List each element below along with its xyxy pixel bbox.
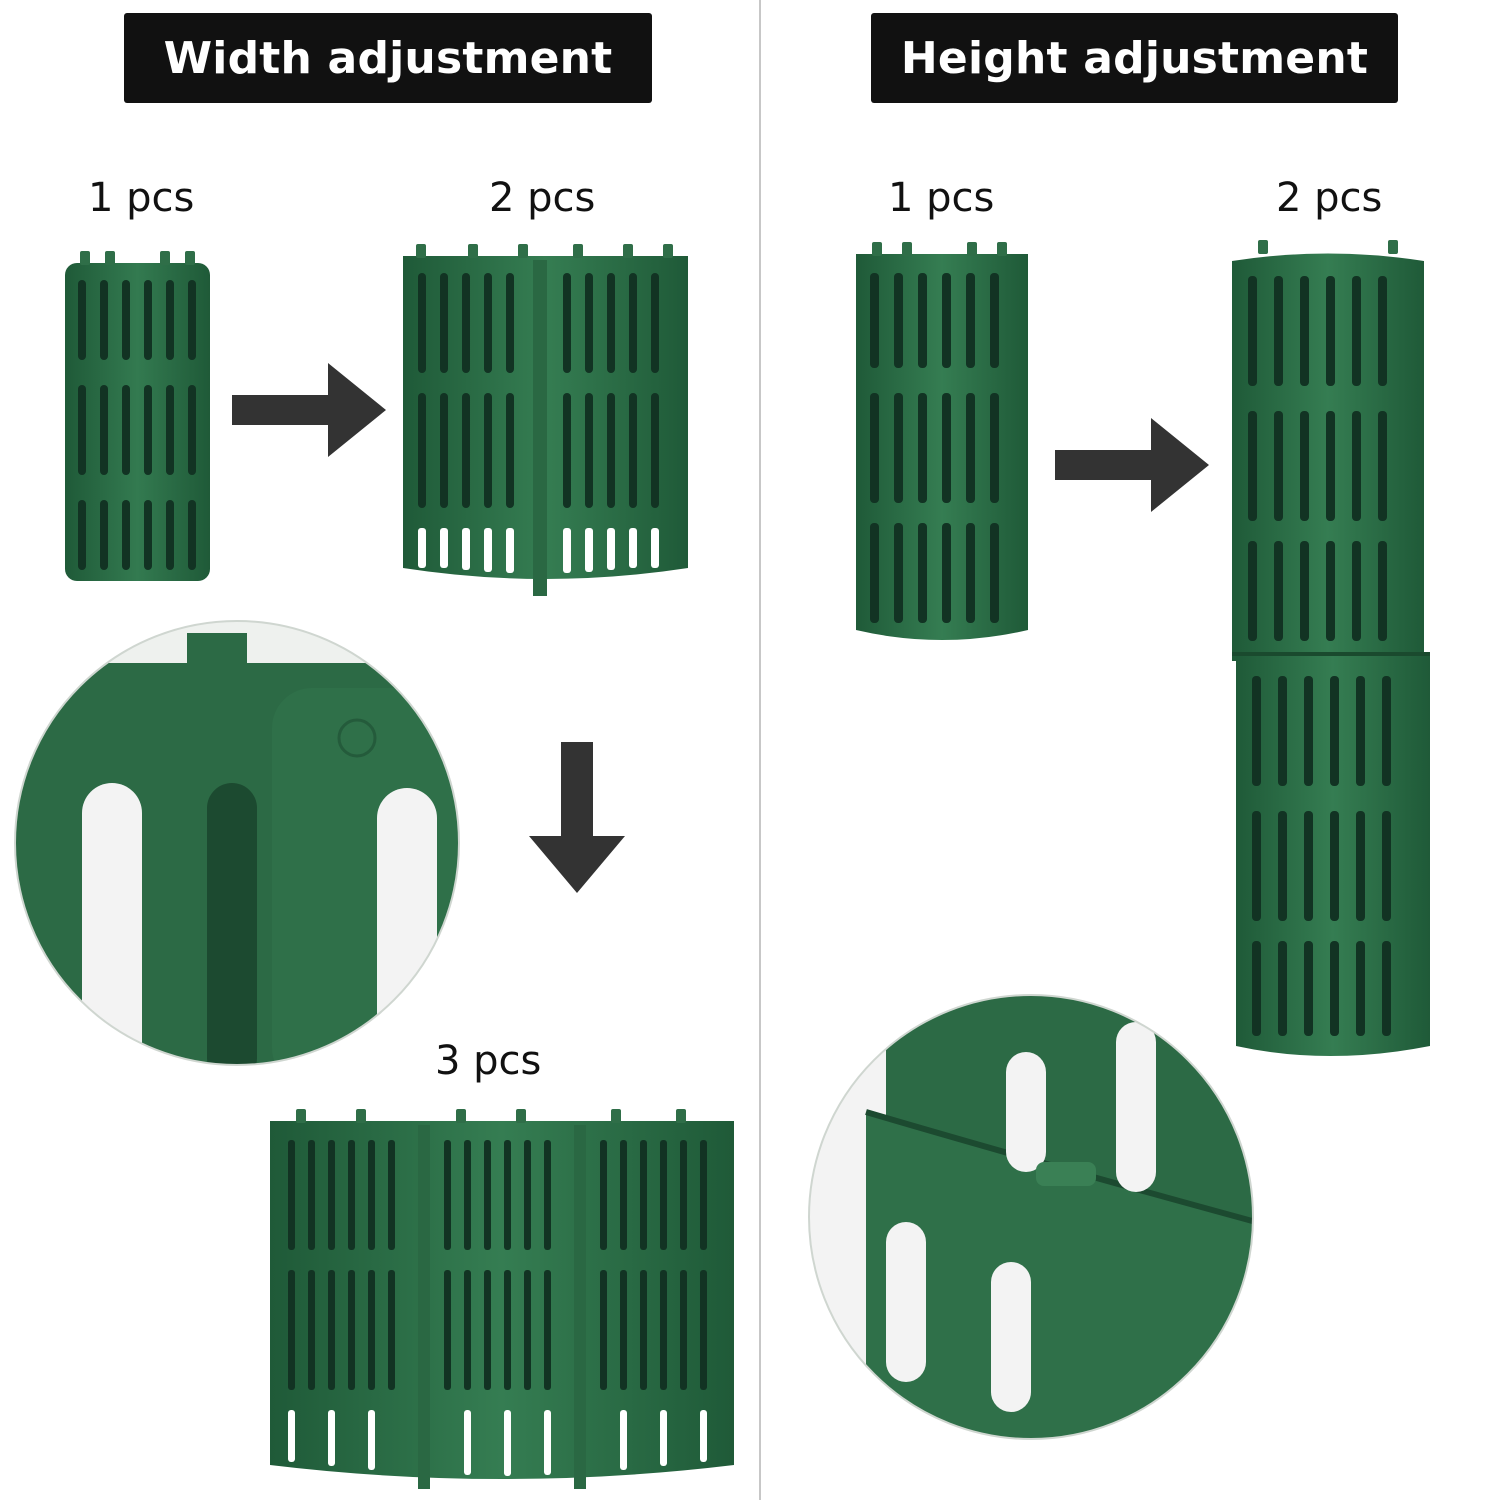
arrow-down-icon (529, 742, 625, 893)
width-adjustment-title-text: Width adjustment (163, 32, 613, 84)
tube-three-pieces-width (270, 1109, 734, 1489)
width-adjustment-title: Width adjustment (124, 13, 652, 103)
label-width-two-pcs: 2 pcs (489, 175, 596, 221)
height-adjustment-title: Height adjustment (871, 13, 1398, 103)
panel-divider (759, 0, 761, 1500)
arrow-right-icon (232, 363, 386, 457)
label-width-three-pcs: 3 pcs (435, 1038, 542, 1084)
width-connector-closeup (14, 620, 460, 1066)
label-height-one-pcs: 1 pcs (888, 175, 995, 221)
tube-one-piece-width (65, 251, 210, 581)
height-connector-closeup (808, 994, 1254, 1440)
height-adjustment-title-text: Height adjustment (900, 32, 1369, 84)
tube-one-piece-height (856, 242, 1028, 640)
arrow-right-icon (1055, 418, 1209, 512)
tube-two-pieces-stacked (1232, 240, 1430, 1056)
tube-two-pieces-width (403, 244, 688, 596)
label-height-two-pcs: 2 pcs (1276, 175, 1383, 221)
label-width-one-pcs: 1 pcs (88, 175, 195, 221)
